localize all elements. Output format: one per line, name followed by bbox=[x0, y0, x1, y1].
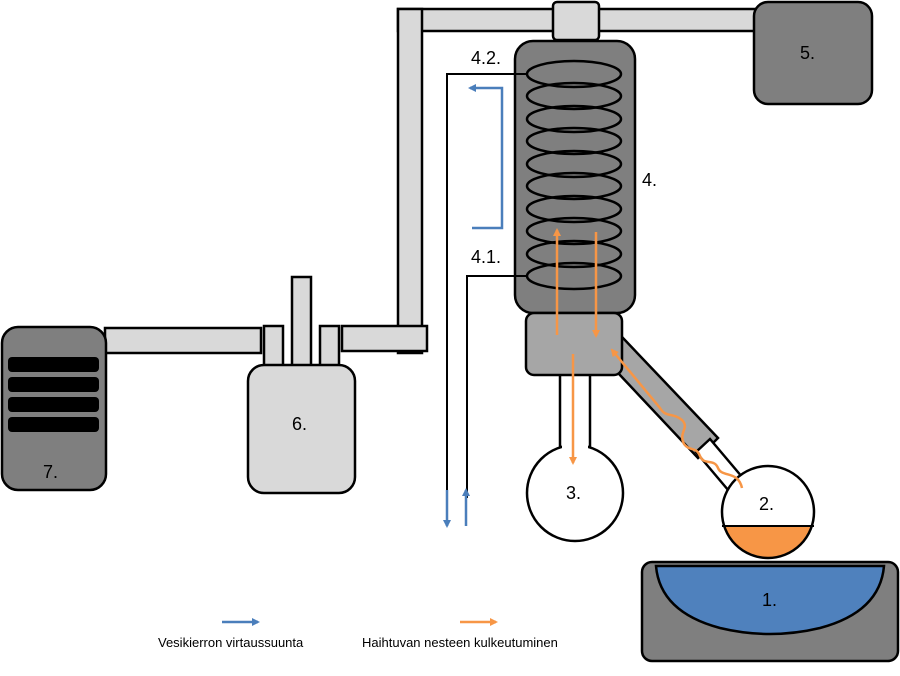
water-bath-label: 1. bbox=[762, 590, 777, 610]
motor-unit: 5. bbox=[752, 0, 874, 106]
receiving-flask: 3. bbox=[525, 370, 625, 543]
legend-vapor-text: Haihtuvan nesteen kulkeutuminen bbox=[362, 635, 558, 650]
motor-unit-label: 5. bbox=[800, 43, 815, 63]
evaporation-flask: 2. bbox=[720, 464, 816, 560]
legend-water-text: Vesikierron virtaussuunta bbox=[158, 635, 304, 650]
vacuum-hoses bbox=[103, 324, 429, 355]
condenser-coil bbox=[525, 59, 623, 291]
cooling-water-lines bbox=[446, 73, 528, 498]
condenser-outlet-label: 4.2. bbox=[471, 48, 501, 68]
receiving-flask-label: 3. bbox=[566, 483, 581, 503]
vacuum-pump-label: 7. bbox=[43, 462, 58, 482]
vacuum-pump: 7. bbox=[0, 325, 108, 492]
water-bath: 1. bbox=[640, 560, 900, 663]
condenser-label: 4. bbox=[642, 170, 657, 190]
top-coupling bbox=[551, 0, 601, 42]
condenser: 4. bbox=[513, 39, 657, 315]
legend: Vesikierron virtaussuunta Haihtuvan nest… bbox=[158, 618, 558, 650]
cold-trap: 6. bbox=[246, 275, 357, 495]
vapor-flow-arrows bbox=[553, 228, 744, 489]
water-flow-arrows bbox=[443, 84, 504, 528]
flask-liquid bbox=[722, 526, 814, 558]
evaporation-flask-label: 2. bbox=[759, 494, 774, 514]
bath-water bbox=[654, 564, 886, 636]
condenser-inlet-label: 4.1. bbox=[471, 247, 501, 267]
cold-trap-label: 6. bbox=[292, 414, 307, 434]
